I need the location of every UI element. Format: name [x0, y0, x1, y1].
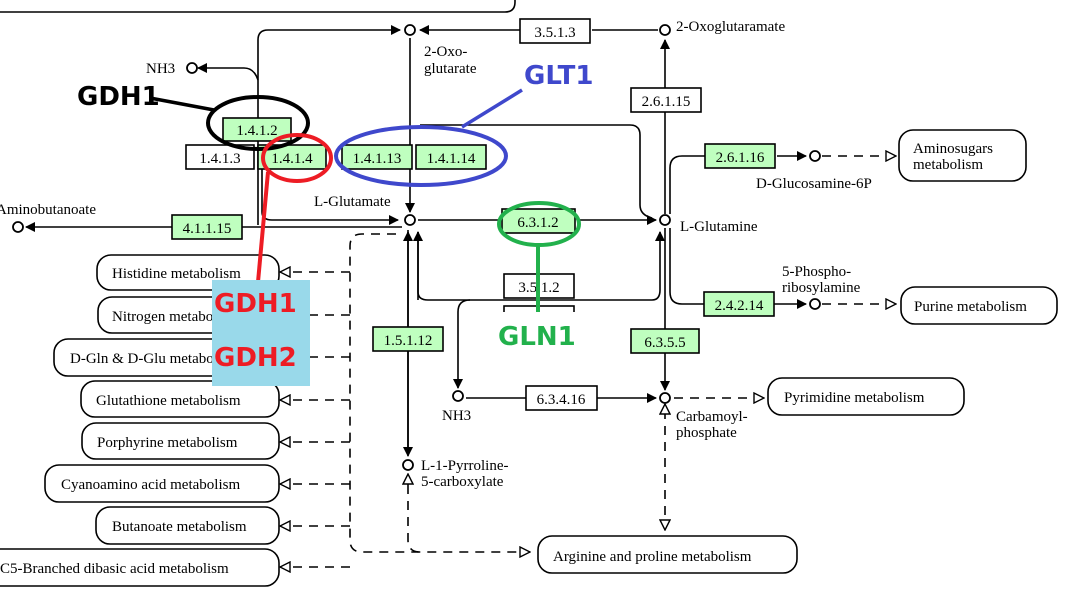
- l-glutamate-node[interactable]: [404, 214, 416, 226]
- enzyme-2-4-2-14[interactable]: 2.4.2.14: [703, 291, 775, 317]
- pyrroline-label-2: 5-carboxylate: [421, 474, 504, 490]
- compound-nodes: [12, 24, 821, 471]
- pyrroline-label-1: L-1-Pyrroline-: [421, 458, 508, 474]
- svg-text:Aminosugars: Aminosugars: [913, 141, 993, 157]
- oxoglutarate-label-1: 2-Oxo-: [424, 44, 467, 60]
- svg-text:Nitrogen metabolism: Nitrogen metabolism: [112, 309, 239, 325]
- svg-text:6.3.4.16: 6.3.4.16: [537, 392, 586, 408]
- gdh1-black-annotation: GDH1: [77, 82, 310, 151]
- gln1-annotation: GLN1: [494, 201, 582, 352]
- l-glutamine-label: L-Glutamine: [680, 219, 758, 235]
- svg-text:Glutathione metabolism: Glutathione metabolism: [96, 393, 241, 409]
- pathway-porphyrine[interactable]: Porphyrine metabolism: [81, 422, 280, 460]
- glucosamine-node[interactable]: [809, 150, 821, 162]
- top-pathway-box-edge: [0, 0, 516, 13]
- pathway-c5-branched[interactable]: C5-Branched dibasic acid metabolism: [0, 548, 280, 587]
- gdh1-black-label: GDH1: [77, 82, 160, 112]
- svg-text:Pyrimidine metabolism: Pyrimidine metabolism: [784, 390, 925, 406]
- oxoglutaramate-node[interactable]: [659, 24, 671, 36]
- glt1-label: GLT1: [524, 61, 593, 91]
- pathway-glutathione[interactable]: Glutathione metabolism: [80, 380, 280, 418]
- svg-text:D-Gln & D-Glu metabolism: D-Gln & D-Glu metabolism: [70, 351, 240, 367]
- enzyme-1-4-1-3[interactable]: 1.4.1.3: [185, 144, 255, 170]
- oxoglutarate-label-2: glutarate: [424, 61, 477, 77]
- svg-text:Purine metabolism: Purine metabolism: [914, 299, 1027, 315]
- enzyme-2-6-1-16[interactable]: 2.6.1.16: [704, 143, 776, 169]
- enzyme-1-4-1-14[interactable]: 1.4.1.14: [415, 144, 487, 170]
- pathway-boxes: Histidine metabolism Nitrogen metabolism…: [0, 129, 1058, 587]
- pathway-cyanoamino[interactable]: Cyanoamino acid metabolism: [44, 464, 280, 503]
- enzyme-6-3-4-16[interactable]: 6.3.4.16: [525, 385, 598, 411]
- enzyme-6-3-5-5[interactable]: 6.3.5.5: [630, 328, 700, 354]
- pathway-butanoate[interactable]: Butanoate metabolism: [95, 506, 280, 545]
- nh3-mid-label: NH3: [442, 408, 471, 424]
- svg-text:metabolism: metabolism: [913, 157, 983, 173]
- svg-text:Histidine metabolism: Histidine metabolism: [112, 266, 241, 282]
- svg-text:1.4.1.13: 1.4.1.13: [353, 151, 402, 167]
- svg-text:Porphyrine metabolism: Porphyrine metabolism: [97, 435, 238, 451]
- enzyme-1-4-1-4[interactable]: 1.4.1.4: [257, 144, 327, 170]
- aminobutanoate-node[interactable]: [12, 221, 24, 233]
- phosphoribosylamine-label-2: ribosylamine: [782, 280, 861, 296]
- l-glutamate-label: L-Glutamate: [314, 194, 391, 210]
- gdh-label-box: [212, 280, 310, 386]
- gdh2-red-label: GDH2: [214, 343, 297, 373]
- enzyme-6-3-1-2[interactable]: 6.3.1.2: [501, 208, 576, 234]
- enzyme-1-4-1-2[interactable]: 1.4.1.2: [222, 117, 292, 142]
- svg-text:1.4.1.14: 1.4.1.14: [427, 151, 476, 167]
- enzyme-3-5-1-3[interactable]: 3.5.1.3: [519, 18, 591, 44]
- aminobutanoate-label: Aminobutanoate: [0, 202, 96, 218]
- svg-text:Butanoate metabolism: Butanoate metabolism: [112, 519, 247, 535]
- pathway-purine[interactable]: Purine metabolism: [900, 286, 1058, 325]
- enzyme-4-1-1-15[interactable]: 4.1.1.15: [171, 214, 243, 240]
- nh3-mid-node[interactable]: [452, 390, 464, 402]
- nh3-top-label: NH3: [146, 61, 175, 77]
- svg-text:Arginine and proline metabolis: Arginine and proline metabolism: [553, 549, 752, 565]
- enzyme-2-6-1-15[interactable]: 2.6.1.15: [630, 87, 702, 113]
- l-glutamine-node[interactable]: [659, 214, 671, 226]
- gdh-red-annotation: GDH1 GDH2: [212, 133, 333, 386]
- gdh-red-circle: [261, 133, 333, 183]
- svg-text:1.4.1.3: 1.4.1.3: [199, 151, 240, 167]
- enzyme-1-5-1-12[interactable]: 1.5.1.12: [372, 326, 444, 352]
- svg-text:2.4.2.14: 2.4.2.14: [715, 298, 764, 314]
- svg-text:2.6.1.15: 2.6.1.15: [642, 94, 691, 110]
- gln1-label: GLN1: [498, 322, 576, 352]
- pathway-arginine-proline[interactable]: Arginine and proline metabolism: [537, 535, 798, 574]
- carbamoyl-label-2: phosphate: [676, 425, 737, 441]
- svg-text:2.6.1.16: 2.6.1.16: [716, 150, 765, 166]
- svg-text:C5-Branched dibasic acid metab: C5-Branched dibasic acid metabolism: [0, 561, 229, 577]
- carbamoyl-phosphate-node[interactable]: [659, 392, 671, 404]
- gdh1-circle: [206, 95, 310, 151]
- oxoglutarate-node[interactable]: [404, 24, 416, 36]
- phosphoribosylamine-node[interactable]: [809, 298, 821, 310]
- pyrroline-node[interactable]: [402, 459, 414, 471]
- nh3-top-node[interactable]: [186, 62, 198, 74]
- svg-text:1.5.1.12: 1.5.1.12: [384, 333, 433, 349]
- enzyme-1-4-1-13[interactable]: 1.4.1.13: [341, 144, 413, 170]
- pathway-pyrimidine[interactable]: Pyrimidine metabolism: [767, 377, 965, 416]
- glucosamine-label: D-Glucosamine-6P: [756, 176, 872, 192]
- carbamoyl-label-1: Carbamoyl-: [676, 409, 748, 425]
- svg-text:6.3.1.2: 6.3.1.2: [517, 215, 558, 231]
- svg-text:3.5.1.3: 3.5.1.3: [534, 25, 575, 41]
- svg-text:Cyanoamino acid metabolism: Cyanoamino acid metabolism: [61, 477, 240, 493]
- phosphoribosylamine-label-1: 5-Phospho-: [782, 264, 851, 280]
- glt1-annotation: GLT1: [334, 61, 593, 187]
- oxoglutaramate-label: 2-Oxoglutaramate: [676, 19, 785, 35]
- glt1-circle: [334, 125, 508, 187]
- svg-text:1.4.1.4: 1.4.1.4: [271, 151, 313, 167]
- svg-text:1.4.1.2: 1.4.1.2: [236, 123, 277, 139]
- gdh1-red-label: GDH1: [214, 289, 297, 319]
- svg-text:6.3.5.5: 6.3.5.5: [644, 335, 685, 351]
- pathway-links: [280, 156, 896, 567]
- svg-text:4.1.1.15: 4.1.1.15: [183, 221, 232, 237]
